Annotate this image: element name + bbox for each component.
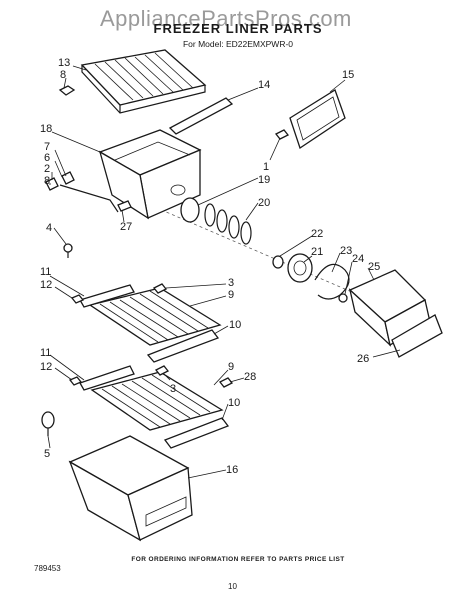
part-storage-bin <box>68 435 193 542</box>
callout-9-lower: 9 <box>228 361 234 373</box>
part-gasket <box>180 197 200 223</box>
part-nut <box>338 293 348 303</box>
part-housing <box>98 129 202 220</box>
callout-10-upper: 10 <box>229 319 241 331</box>
part-washer <box>272 255 284 269</box>
part-rear-trim-upper <box>146 329 220 363</box>
watermark: AppliancePartsPros.com <box>100 6 352 31</box>
part-clip-1 <box>274 129 290 140</box>
callout-24: 24 <box>352 253 364 265</box>
part-screw <box>63 243 73 258</box>
callout-2: 2 <box>44 163 50 175</box>
part-clip-lower-left <box>68 376 83 386</box>
callout-25: 25 <box>368 261 380 273</box>
part-clip-upper-left <box>70 294 85 304</box>
callout-3-lower: 3 <box>170 383 176 395</box>
callout-16: 16 <box>226 464 238 476</box>
callout-1: 1 <box>263 161 269 173</box>
ordering-note: FOR ORDERING INFORMATION REFER TO PARTS … <box>131 556 345 563</box>
callout-19: 19 <box>258 174 270 186</box>
callout-12-upper: 12 <box>40 279 52 291</box>
callout-20: 20 <box>258 197 270 209</box>
part-front-trim-upper <box>79 284 135 308</box>
part-clip-upper-right <box>152 283 168 294</box>
part-clip-28 <box>218 377 234 388</box>
document-number: 789453 <box>34 564 61 573</box>
callout-27: 27 <box>120 221 132 233</box>
callout-8-lower: 8 <box>44 175 50 187</box>
callout-9-upper: 9 <box>228 289 234 301</box>
part-wire <box>314 263 350 300</box>
part-lower-wire-shelf <box>90 371 224 431</box>
part-trim-strip <box>168 97 234 135</box>
callout-23: 23 <box>340 245 352 257</box>
callout-3-upper: 3 <box>228 277 234 289</box>
callout-28: 28 <box>244 371 256 383</box>
part-dispenser <box>348 269 431 347</box>
callout-5: 5 <box>44 448 50 460</box>
callout-14: 14 <box>258 79 270 91</box>
callout-7: 7 <box>44 141 50 153</box>
callout-4: 4 <box>46 222 52 234</box>
callout-21: 21 <box>311 246 323 258</box>
part-middle-wire-shelf <box>88 287 222 346</box>
diagram-title: FREEZER LINER PARTS <box>153 21 323 36</box>
part-frame <box>289 89 346 150</box>
page-number: 10 <box>228 582 237 591</box>
part-front-trim-lower <box>79 365 135 391</box>
part-clip-27 <box>117 200 132 212</box>
callout-8: 8 <box>60 69 66 81</box>
callout-10-lower: 10 <box>228 397 240 409</box>
callout-18: 18 <box>40 123 52 135</box>
part-cam <box>41 411 55 436</box>
leader-lines <box>47 65 401 479</box>
callout-13: 13 <box>58 57 70 69</box>
model-subtitle: For Model: ED22EMXPWR-0 <box>182 39 294 49</box>
callout-22: 22 <box>311 228 323 240</box>
part-door-flap <box>391 314 443 358</box>
callout-6: 6 <box>44 152 50 164</box>
part-rear-trim-lower <box>163 417 230 449</box>
part-bracket <box>45 171 119 213</box>
part-top-wire-shelf <box>80 49 207 114</box>
callout-labels: 13 8 14 15 18 7 6 2 8 1 19 20 27 4 22 21… <box>40 57 380 476</box>
callout-11-upper: 11 <box>40 266 51 278</box>
part-clip-top <box>58 85 76 96</box>
callout-11-lower: 11 <box>40 347 51 359</box>
callout-12-lower: 12 <box>40 361 52 373</box>
part-spring <box>204 203 252 245</box>
part-clip-lower-mid <box>154 365 170 376</box>
callout-26: 26 <box>357 353 369 365</box>
callout-15: 15 <box>342 69 354 81</box>
